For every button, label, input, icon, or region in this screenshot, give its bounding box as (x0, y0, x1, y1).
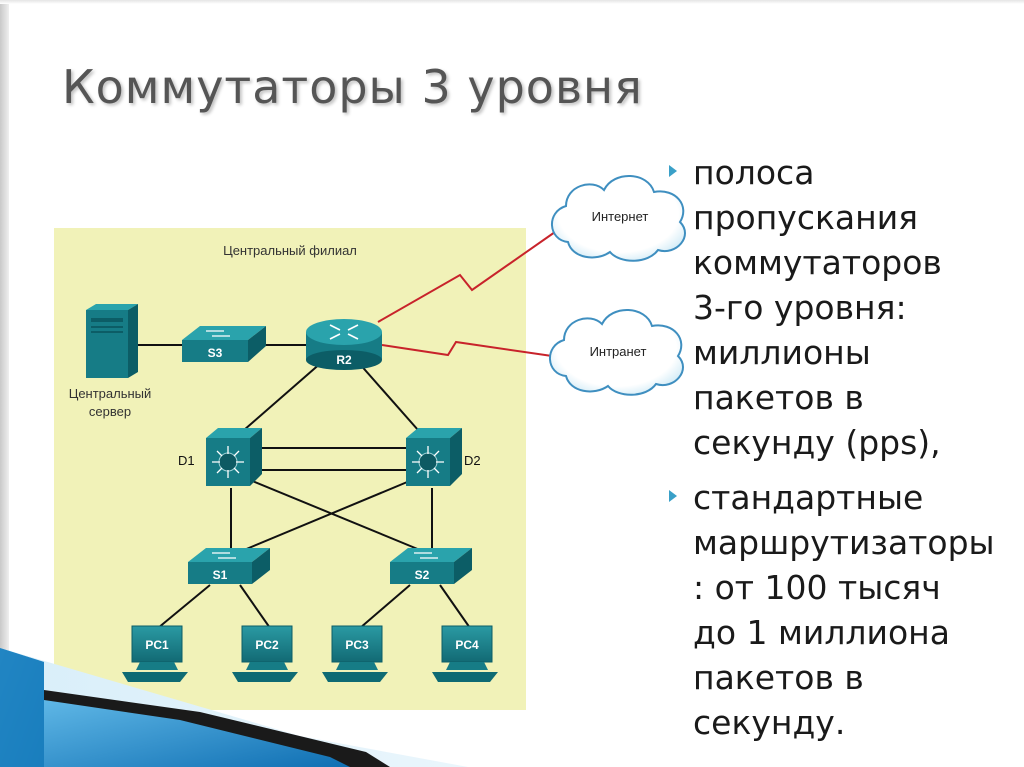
router-r2-label: R2 (336, 353, 352, 367)
pc-2: PC2 (232, 625, 298, 682)
link-s1-pc1 (157, 584, 211, 629)
switch-d2-label: D2 (464, 453, 481, 468)
router-r2: R2 (306, 319, 382, 370)
switch-s2-label: S2 (415, 568, 430, 582)
pc-2-label: PC2 (255, 638, 279, 652)
pc-3: PC3 (322, 625, 388, 682)
link-d1-s2 (249, 479, 421, 551)
bullet-list: полоса пропускания коммутаторов 3-го уро… (660, 150, 1022, 755)
link-r2-d1 (243, 361, 323, 431)
pc-3-label: PC3 (345, 638, 369, 652)
multilayer-switch-d1: D1 (178, 428, 262, 486)
link-s1-pc2 (239, 584, 271, 629)
pc-1: PC1 (122, 625, 188, 682)
switch-s1-label: S1 (213, 568, 228, 582)
link-d2-s1 (243, 479, 413, 551)
internet-cloud-label: Интернет (592, 209, 649, 224)
bullet-item: полоса пропускания коммутаторов 3-го уро… (660, 150, 1022, 465)
bullet-arrow-icon (669, 490, 677, 502)
switch-s3-label: S3 (208, 346, 223, 360)
internet-cloud: Интернет (551, 175, 686, 262)
pc-4: PC4 (432, 625, 498, 682)
pc-4-label: PC4 (455, 638, 479, 652)
intranet-cloud: Интранет (549, 309, 684, 396)
central-server: Центральный сервер (69, 304, 152, 419)
bullet-item: стандартные маршрутизаторы : от 100 тыся… (660, 475, 1022, 745)
server-label-line1: Центральный (69, 386, 152, 401)
link-r2-intranet (381, 340, 553, 357)
link-s2-pc4 (439, 584, 471, 629)
slide-title: Коммутаторы 3 уровня (62, 60, 643, 114)
switch-d1-label: D1 (178, 453, 195, 468)
link-r2-d2 (357, 361, 419, 431)
bullet-arrow-icon (669, 165, 677, 177)
bullet-text: полоса пропускания коммутаторов 3-го уро… (693, 153, 942, 462)
link-s2-pc3 (359, 584, 411, 629)
pc-1-label: PC1 (145, 638, 169, 652)
server-label-line2: сервер (89, 404, 131, 419)
multilayer-switch-d2: D2 (406, 428, 481, 486)
lan-links (138, 344, 471, 629)
slide-top-edge (0, 0, 1024, 4)
intranet-cloud-label: Интранет (590, 344, 647, 359)
wan-links (377, 231, 556, 357)
slide-left-edge (0, 0, 9, 767)
branch-area-label: Центральный филиал (223, 243, 357, 258)
switch-s3: S3 (182, 326, 266, 362)
link-r2-internet (377, 231, 556, 323)
switch-s1: S1 (188, 548, 270, 584)
switch-s2: S2 (390, 548, 472, 584)
bullet-text: стандартные маршрутизаторы : от 100 тыся… (693, 478, 995, 742)
